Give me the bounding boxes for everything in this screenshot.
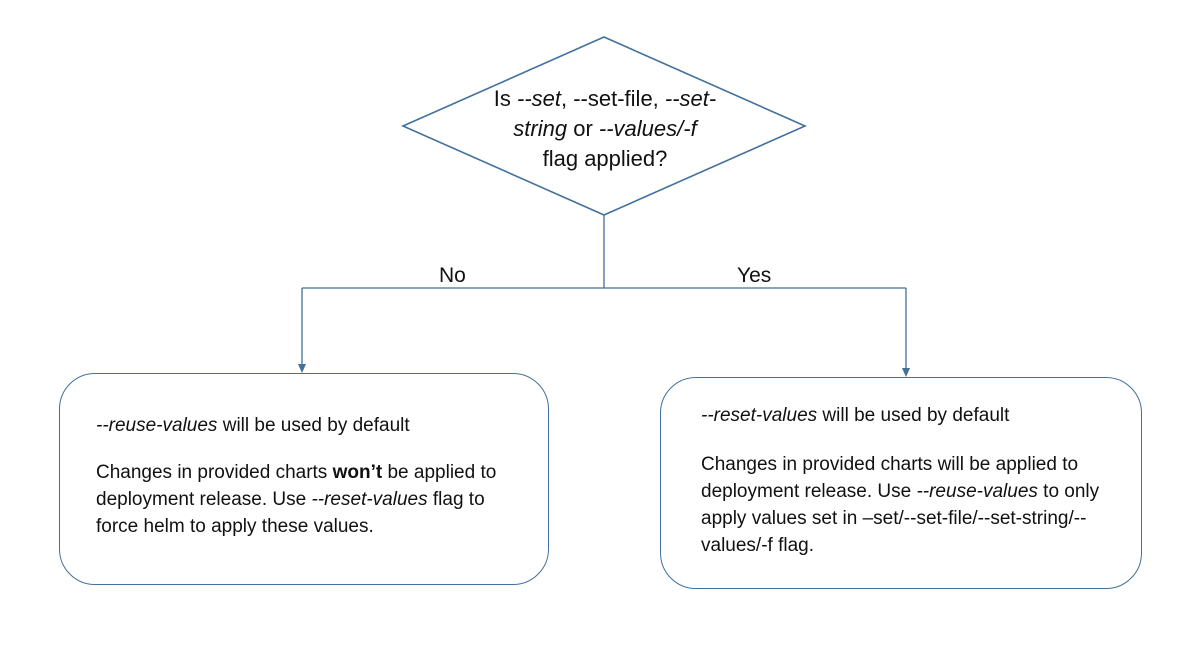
outcome-yes-title-rest: will be used by default — [817, 405, 1010, 426]
decision-line-3: flag applied? — [542, 146, 668, 171]
reuse-values-flag-text: --reuse-values — [96, 415, 218, 436]
branch-label-yes: Yes — [737, 264, 772, 287]
set-string-flag-text-start: --set- — [664, 86, 717, 111]
decision-line-1: Is --set, --set-file, --set- — [455, 84, 755, 114]
arrowhead-no — [298, 364, 306, 373]
decision-text-prefix: Is — [493, 86, 517, 111]
outcome-no-title: --reuse-values will be used by default — [96, 412, 518, 439]
decision-text: Is --set, --set-file, --set- string or -… — [455, 84, 755, 174]
outcome-box-no: --reuse-values will be used by default C… — [59, 373, 549, 585]
outcome-yes-title: --reset-values will be used by default — [701, 402, 1117, 429]
decision-text-or: or — [567, 116, 599, 141]
set-string-flag-text-end: string — [513, 116, 568, 141]
reset-values-flag-text: --reset-values — [311, 489, 428, 510]
set-flag-text: --set — [517, 86, 561, 111]
outcome-yes-body-start: Changes in provided charts will be appli… — [701, 454, 1079, 502]
outcome-box-yes: --reset-values will be used by default C… — [660, 377, 1142, 589]
decision-line-2: string or --values/-f — [455, 114, 755, 144]
paragraph-gap — [96, 439, 518, 459]
outcome-no-body-middle: be applied to deployment release. Use — [96, 462, 497, 510]
paragraph-gap — [701, 429, 1117, 451]
arrowhead-yes — [902, 368, 910, 377]
branch-label-no: No — [439, 264, 466, 287]
values-flag-text: --values/-f — [598, 116, 697, 141]
reset-values-flag-text: --reset-values — [701, 405, 818, 426]
reuse-values-flag-text: --reuse-values — [916, 481, 1038, 502]
outcome-yes-body-end: to only apply values set in –set/--set-f… — [701, 481, 1100, 556]
outcome-no-body-end: flag to force helm to apply these values… — [96, 489, 485, 537]
set-file-flag-text: , --set-file, — [561, 86, 665, 111]
outcome-no-title-rest: will be used by default — [217, 415, 410, 436]
outcome-no-body-start: Changes in provided charts — [96, 462, 333, 483]
outcome-no-body: Changes in provided charts won’t be appl… — [96, 459, 518, 540]
outcome-yes-body: Changes in provided charts will be appli… — [701, 451, 1117, 559]
wont-emphasis-text: won’t — [332, 462, 383, 483]
